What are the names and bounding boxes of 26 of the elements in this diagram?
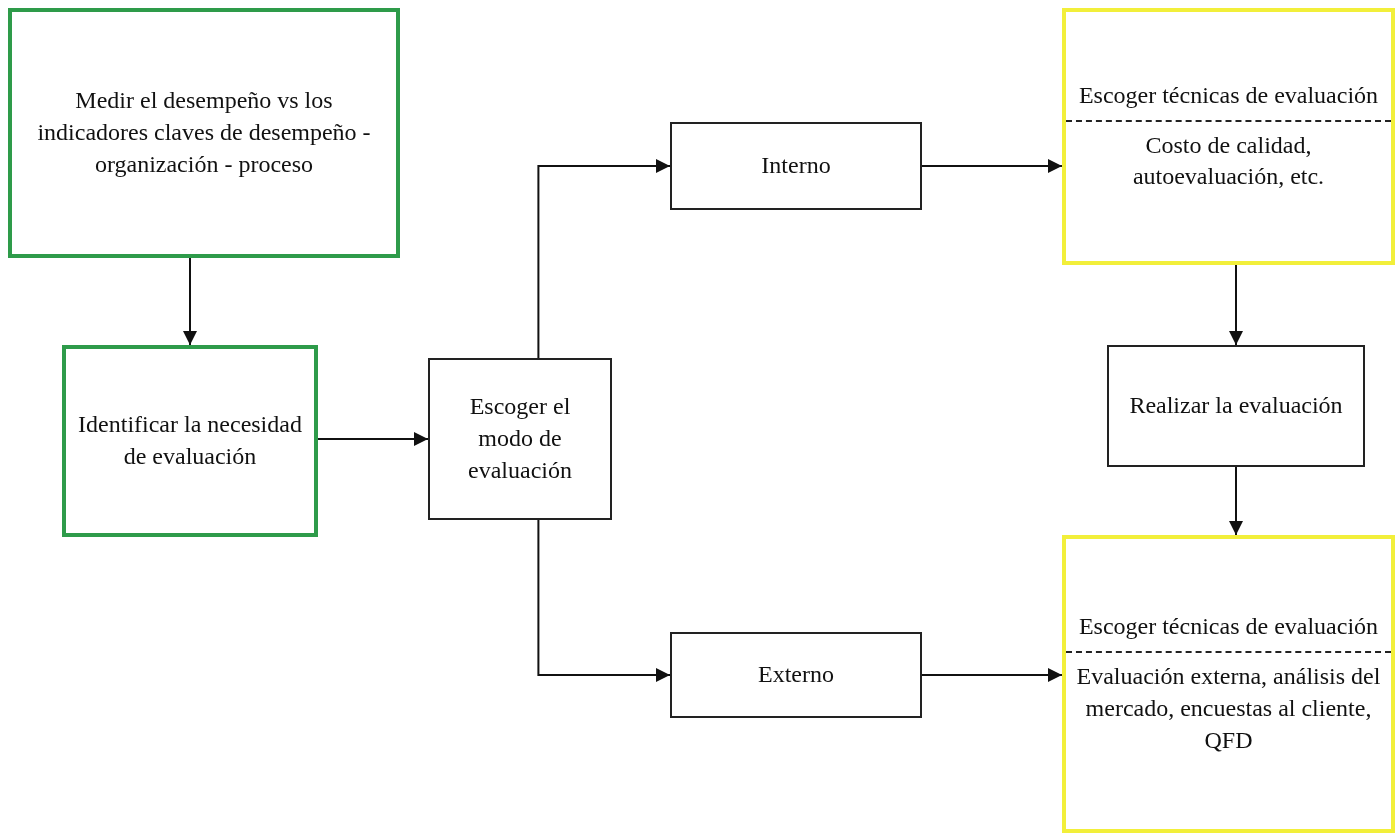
process-box (1062, 535, 1395, 833)
process-box (670, 122, 922, 210)
node-text: Interno (760, 151, 832, 181)
node-detail-text: Evaluación externa, análisis del mercado, encuestas al cliente, QFD (1075, 662, 1382, 755)
process-box (428, 358, 612, 520)
process-box (1107, 345, 1365, 467)
arrow (537, 519, 671, 682)
node-text: Externo (757, 660, 835, 690)
arrow (921, 159, 1063, 173)
process-box (670, 632, 922, 718)
arrow (1229, 264, 1243, 346)
node-text: Identificar la necesidad de evaluación (77, 410, 303, 471)
node-text: Escoger técnicas de evaluación (1077, 80, 1380, 110)
arrow (537, 159, 671, 359)
node-text: Escoger el modo de evaluación (467, 392, 573, 485)
process-box (8, 8, 400, 258)
node-text: Escoger técnicas de evaluación (1077, 612, 1380, 642)
arrow (317, 432, 429, 446)
process-box (1062, 8, 1395, 265)
arrow (1229, 466, 1243, 536)
node-text: Medir el desempeño vs los indicadores claves de desempeño - organización - proceso (36, 86, 372, 179)
arrow (183, 257, 197, 346)
node-detail-text: Costo de calidad, autoevaluación, etc. (1131, 130, 1326, 192)
arrow (921, 668, 1063, 682)
process-box (62, 345, 318, 537)
node-text: Realizar la evaluación (1128, 391, 1344, 421)
